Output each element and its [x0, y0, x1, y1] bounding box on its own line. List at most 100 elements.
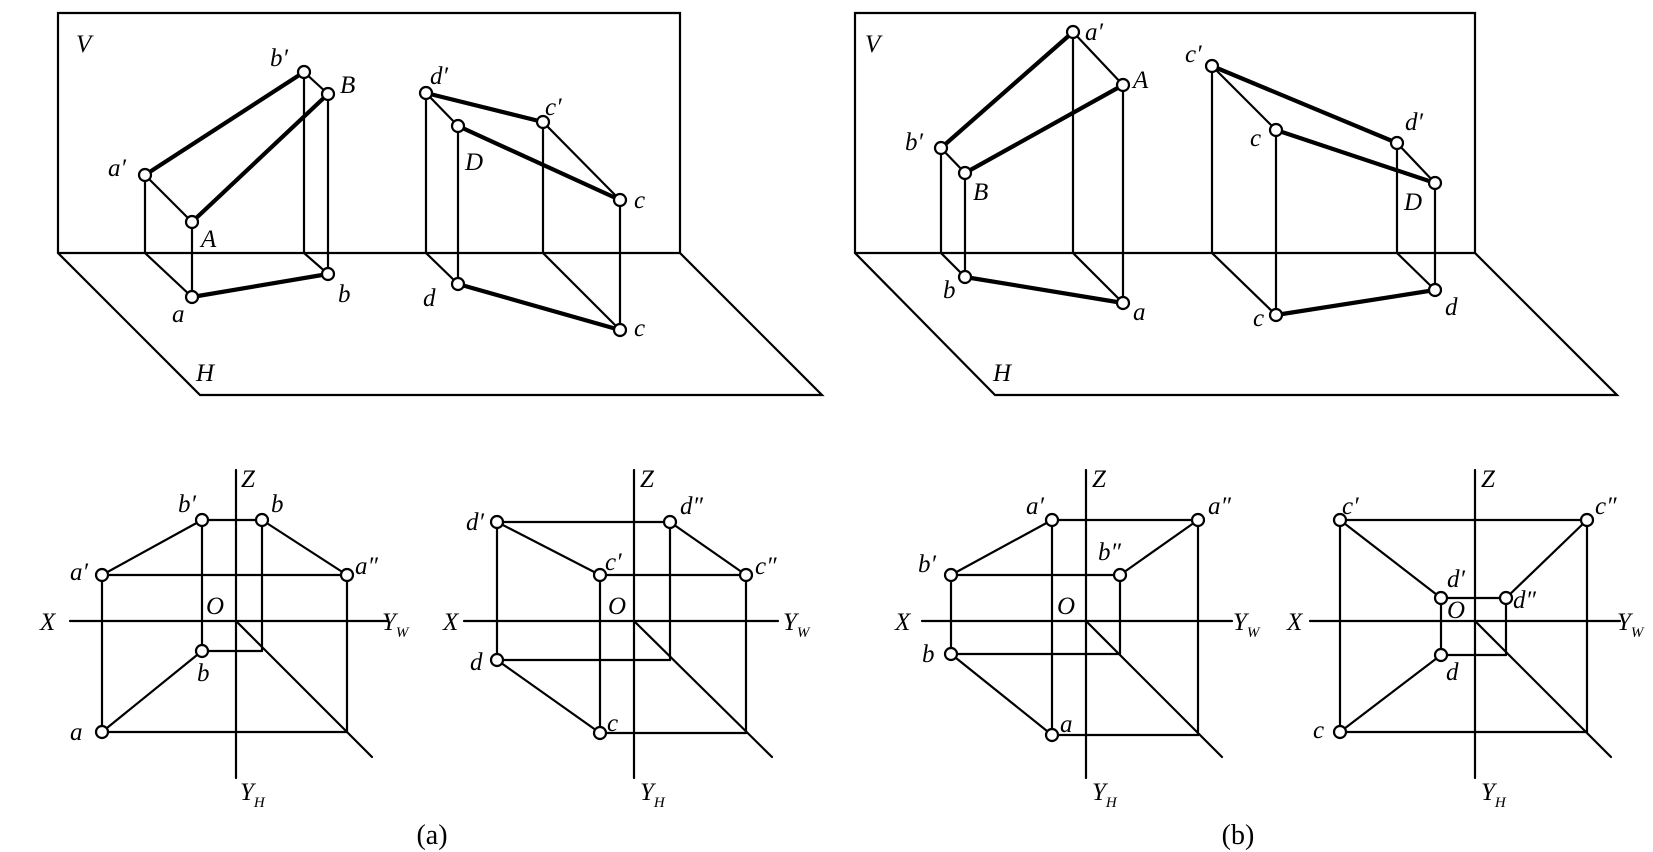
label-d-w: d″ [680, 493, 704, 520]
line-ab [189, 271, 331, 300]
label-z: Z [640, 466, 655, 493]
point-d-prime [418, 85, 434, 101]
label-b-h: b [922, 641, 935, 668]
label-B: B [340, 72, 355, 99]
label-b-prime: b′ [905, 129, 924, 156]
point-a-prime [137, 167, 153, 183]
label-x: X [894, 609, 912, 636]
label-x: X [442, 609, 460, 636]
caption-b: (b) [1222, 820, 1255, 851]
point-D [1427, 175, 1443, 191]
label-c-w: c″ [755, 553, 777, 580]
line-c-d-h [1338, 653, 1443, 734]
label-c-prime: c′ [1185, 41, 1202, 68]
line-AB [189, 91, 331, 225]
label-c-mid: c [634, 187, 645, 214]
h-plane-label: H [992, 360, 1013, 387]
caption-a: (a) [416, 820, 447, 851]
label-d: d [423, 285, 436, 312]
line-CD [1273, 127, 1438, 186]
line-d-prime-c-prime [423, 90, 546, 125]
label-a-h: a [70, 719, 83, 746]
label-a: a [1133, 299, 1146, 326]
label-a-prime: a′ [108, 155, 127, 182]
label-b-prime: b′ [178, 491, 197, 518]
point-d [450, 276, 466, 292]
label-a-prime: a′ [1026, 493, 1045, 520]
label-b: b [338, 281, 351, 308]
point-d-w [1498, 590, 1514, 606]
fold-diagonal [234, 619, 374, 759]
line-b-prime-a-prime [949, 518, 1054, 577]
label-c-prime: c′ [1342, 493, 1359, 520]
label-c-prime: c′ [545, 94, 562, 121]
label-b-prime: b′ [918, 551, 937, 578]
fold-diagonal [632, 619, 774, 759]
label-yw: YW [382, 609, 410, 641]
point-c-prime [1204, 58, 1220, 74]
point-c-prime [535, 114, 551, 130]
label-c: c [634, 315, 645, 342]
line-b-w-a-w [1118, 518, 1200, 577]
label-d: d [1445, 294, 1458, 321]
point-c-h [592, 725, 608, 741]
point-b-h [943, 646, 959, 662]
point-a-h [1044, 727, 1060, 743]
figure-a-pictorial: V H a′ A a b′ B b d′ D d c′ c c [56, 11, 825, 397]
point-c-w [1579, 512, 1595, 528]
line-ba [962, 274, 1126, 306]
label-d-h: d [470, 649, 483, 676]
line-DC [455, 123, 623, 203]
point-b-prime [933, 140, 949, 156]
label-c-prime: c′ [605, 549, 622, 576]
label-x: X [1286, 609, 1304, 636]
h-plane-frame [56, 251, 825, 397]
point-a-prime [94, 567, 110, 583]
label-yw: YW [1617, 609, 1645, 641]
label-yw: YW [1233, 609, 1261, 641]
fold-diagonal [1473, 619, 1613, 759]
label-o: O [206, 593, 224, 620]
label-A: A [199, 226, 217, 253]
label-D: D [464, 149, 483, 176]
label-c-h: c [1313, 717, 1324, 744]
v-plane-label: V [865, 31, 883, 58]
label-c-h: c [607, 710, 618, 737]
point-b-w [254, 512, 270, 528]
point-B [320, 86, 336, 102]
label-yh: YH [240, 779, 266, 811]
label-yw: YW [783, 609, 811, 641]
point-c-prime [592, 567, 608, 583]
v-plane-frame [853, 11, 1477, 255]
line-BA [962, 82, 1126, 176]
line-c-prime-d-prime [1338, 518, 1443, 600]
point-B [957, 165, 973, 181]
point-d-w [662, 514, 678, 530]
label-d-prime: d′ [430, 63, 449, 90]
label-x: X [39, 609, 57, 636]
figure-a-orthographic-ab: Z X O YW YH b′ b a′ a″ b a [39, 466, 410, 811]
point-d [1427, 282, 1443, 298]
v-plane-frame [56, 11, 682, 255]
figure-b-orthographic-ab: Z X O YW YH a′ a″ b′ b″ b a [894, 466, 1261, 811]
label-d-prime: d′ [1405, 109, 1424, 136]
line-d-w-c-w [668, 520, 748, 577]
label-d-w: d″ [1513, 587, 1537, 614]
point-b [957, 269, 973, 285]
label-z: Z [241, 466, 256, 493]
point-b [320, 266, 336, 282]
line-d-c-h [495, 658, 602, 735]
point-D [450, 118, 466, 134]
point-c-mid [1268, 122, 1284, 138]
label-d-h: d [1446, 659, 1459, 686]
label-o: O [1057, 593, 1075, 620]
label-d-prime: d′ [466, 509, 485, 536]
label-b-prime: b′ [270, 45, 289, 72]
point-A [184, 214, 200, 230]
line-c-prime-d-prime [1209, 63, 1400, 146]
line-d-w-c-w [1504, 518, 1589, 600]
line-d-prime-c-prime [495, 520, 602, 577]
v-plane-label: V [76, 31, 94, 58]
h-plane-frame [853, 251, 1620, 397]
